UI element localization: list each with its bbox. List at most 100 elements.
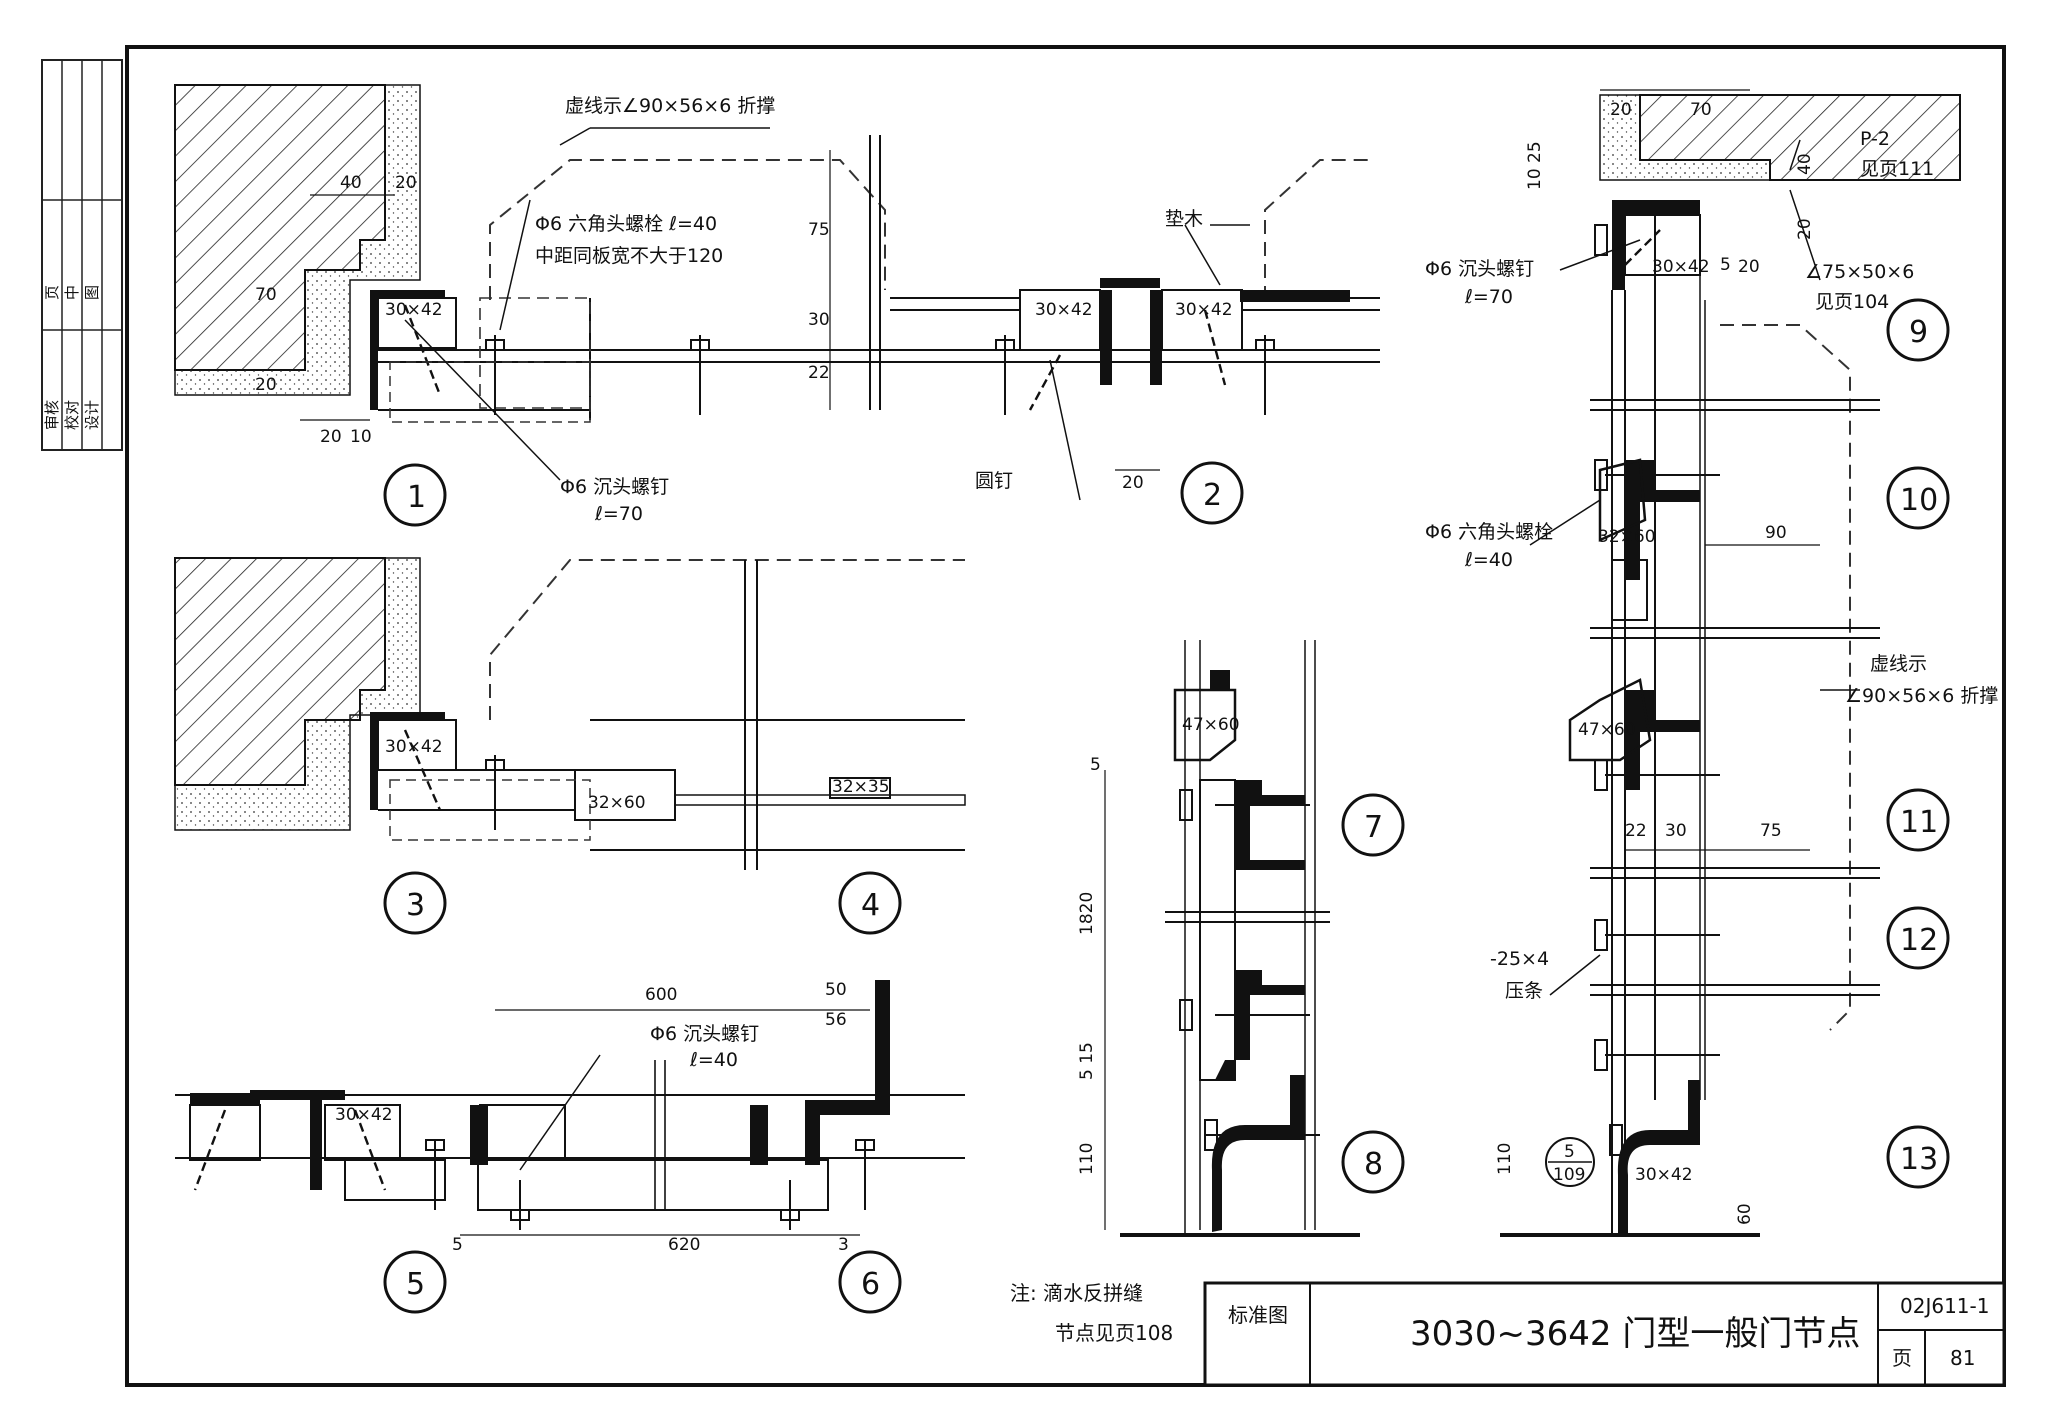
- detail-number-6: 6: [861, 1267, 880, 1302]
- detail-number-10: 10: [1900, 483, 1938, 518]
- label-countersunk-9-len: ℓ=70: [1464, 286, 1513, 308]
- label-hex-10: Φ6 六角头螺栓: [1425, 521, 1553, 543]
- stamp-row-2: 校对: [63, 400, 81, 430]
- dim-70: 70: [255, 285, 277, 305]
- dim-5-d5: 5: [452, 1235, 463, 1255]
- dim-75: 75: [808, 220, 830, 240]
- dim-56: 56: [825, 1010, 847, 1030]
- detail-callout-5: [383, 1250, 447, 1314]
- note-line-2: 节点见页108: [1055, 1321, 1173, 1345]
- section-30x42-d2b: 30×42: [1175, 300, 1233, 320]
- dim-20-d9c: 20: [1738, 257, 1760, 277]
- detail-number-9: 9: [1909, 315, 1928, 350]
- label-countersunk-5: Φ6 沉头螺钉: [650, 1023, 759, 1045]
- detail-callout-2: [1180, 461, 1244, 525]
- label-dashed-brace-right-1: 虚线示: [1870, 653, 1927, 675]
- label-dashed-brace-right-2: ∠90×56×6 折撑: [1845, 685, 1998, 707]
- label-countersunk-1-len: ℓ=70: [594, 503, 643, 525]
- dim-20-d9b: 20: [1795, 218, 1815, 240]
- section-47x60-d11: 47×60: [1578, 720, 1636, 740]
- label-see-111: 见页111: [1860, 158, 1934, 180]
- dim-20-d2: 20: [1122, 473, 1144, 493]
- stamp-row-5: 中: [63, 285, 81, 300]
- label-countersunk-5-len: ℓ=40: [689, 1049, 738, 1071]
- dim-22: 22: [808, 363, 830, 383]
- dim-60: 60: [1735, 1203, 1755, 1225]
- dim-110-d13: 110: [1495, 1143, 1515, 1175]
- detail-callout-6: [838, 1250, 902, 1314]
- dim-10-25: 10 25: [1525, 141, 1545, 190]
- detail-9-13: [1500, 89, 1961, 1237]
- dim-620: 620: [668, 1235, 700, 1255]
- label-p2: P-2: [1860, 128, 1890, 150]
- dim-40: 40: [340, 173, 362, 193]
- dim-10: 10: [350, 427, 372, 447]
- dim-5-d7: 5: [1090, 755, 1101, 775]
- section-30x42-d5: 30×42: [335, 1105, 393, 1125]
- dim-1820: 1820: [1077, 892, 1097, 935]
- detail-number-2: 2: [1203, 478, 1222, 513]
- label-countersunk-9: Φ6 沉头螺钉: [1425, 258, 1534, 280]
- dim-90: 90: [1765, 523, 1787, 543]
- reference-num: 5: [1564, 1142, 1575, 1162]
- label-countersunk-1: Φ6 沉头螺钉: [560, 476, 669, 498]
- dim-40-d9: 40: [1795, 153, 1815, 175]
- stamp-row-3: 设计: [83, 400, 101, 430]
- detail-callout-7: [1341, 793, 1405, 857]
- dim-5-15: 5 15: [1077, 1042, 1097, 1080]
- dim-3: 3: [838, 1235, 849, 1255]
- detail-callout-1: [383, 463, 447, 527]
- dim-5-d9: 5: [1720, 255, 1731, 275]
- drawing-title: 3030~3642 门型一般门节点: [1410, 1314, 1860, 1354]
- dim-30: 30: [808, 310, 830, 330]
- label-dashed-brace-top: 虚线示∠90×56×6 折撑: [565, 95, 775, 117]
- detail-callout-4: [838, 871, 902, 935]
- label-pad-wood: 垫木: [1165, 208, 1203, 230]
- detail-7-8: [1104, 640, 1360, 1237]
- dim-110-d8: 110: [1077, 1143, 1097, 1175]
- stamp-row-1: 审核: [43, 400, 61, 430]
- label-press-strip-size: -25×4: [1490, 948, 1549, 970]
- label-bolt-spacing: 中距同板宽不大于120: [535, 245, 723, 267]
- label-angle-75: ∠75×50×6: [1805, 261, 1914, 283]
- section-47x60-d7: 47×60: [1182, 715, 1240, 735]
- page-number: 81: [1950, 1346, 1975, 1370]
- label-round-nail: 圆钉: [975, 470, 1013, 492]
- detail-callout-13: [1886, 1125, 1950, 1189]
- dim-70-d9: 70: [1690, 100, 1712, 120]
- dim-22-d11: 22: [1625, 821, 1647, 841]
- dim-20-bottom: 20: [320, 427, 342, 447]
- label-bolt-hex: Φ6 六角头螺栓 ℓ=40: [535, 213, 717, 235]
- detail-callout-3: [383, 871, 447, 935]
- sheet-border: [125, 45, 2006, 1387]
- stamp-row-6: 图: [83, 285, 101, 300]
- detail-number-3: 3: [406, 888, 425, 923]
- dim-50: 50: [825, 980, 847, 1000]
- detail-1-2: [174, 84, 1380, 501]
- stamp-row-4: 页: [43, 285, 61, 300]
- detail-callout-12: [1886, 906, 1950, 970]
- title-block: [1203, 1281, 2006, 1387]
- detail-number-8: 8: [1364, 1147, 1383, 1182]
- section-32x60-d4: 32×60: [588, 793, 646, 813]
- section-32x60-d10: 32×60: [1598, 527, 1656, 547]
- detail-callout-8: [1341, 1130, 1405, 1194]
- section-30x42-d9: 30×42: [1652, 257, 1710, 277]
- dim-75-d11: 75: [1760, 821, 1782, 841]
- section-32x35-d4: 32×35: [832, 777, 890, 797]
- detail-callout-11: [1886, 788, 1950, 852]
- section-30x42-d2a: 30×42: [1035, 300, 1093, 320]
- section-30x42-d1: 30×42: [385, 300, 443, 320]
- detail-number-4: 4: [861, 888, 880, 923]
- drawing-code: 02J611-1: [1900, 1294, 1989, 1318]
- reference-den: 109: [1553, 1165, 1585, 1185]
- dim-20-top: 20: [395, 173, 417, 193]
- detail-number-5: 5: [406, 1267, 425, 1302]
- note-line-1: 注: 滴水反拼缝: [1010, 1281, 1143, 1305]
- label-hex-10-len: ℓ=40: [1464, 549, 1513, 571]
- detail-number-1: 1: [407, 480, 426, 515]
- detail-5-6: [175, 980, 965, 1236]
- page-label: 页: [1892, 1346, 1912, 1370]
- detail-number-13: 13: [1900, 1142, 1938, 1177]
